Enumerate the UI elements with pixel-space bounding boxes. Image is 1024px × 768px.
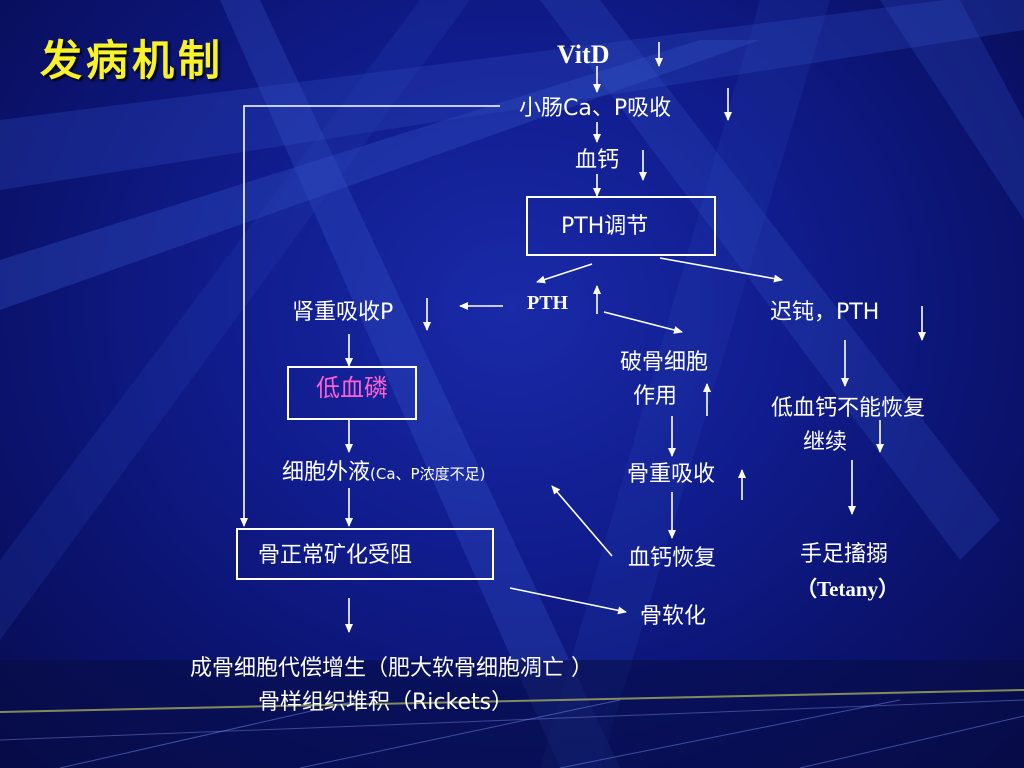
hypophosphatemia-label: 低血磷	[316, 374, 388, 402]
pth-regulation-label: PTH调节	[561, 214, 649, 239]
ecf-main-text: 细胞外液	[282, 460, 371, 485]
restore-to-ecf	[551, 485, 613, 557]
intestine-label: 小肠Ca、P吸收	[519, 96, 672, 121]
intestine-loop-arrow	[240, 105, 500, 527]
pthreg-to-pth	[536, 263, 593, 284]
renal-label: 肾重吸收P	[292, 300, 394, 325]
mineral-to-osteomalacia	[509, 587, 627, 615]
slow-label: 迟钝，PTH	[770, 300, 880, 325]
ecf-detail-text: (Ca、P浓度不足)	[370, 465, 486, 483]
tetany-label-2: （Tetany）	[796, 577, 900, 601]
ecf-label: 细胞外液(Ca、P浓度不足)	[282, 460, 485, 487]
slide-title: 发病机制	[40, 36, 225, 85]
osteoclast-label-1: 破骨细胞	[620, 350, 709, 375]
pth-regulation-box	[526, 196, 716, 256]
pth-label: PTH	[527, 292, 569, 314]
calcium-restore-label: 血钙恢复	[628, 546, 717, 571]
bottom-line-2: 骨样组织堆积（Rickets）	[258, 690, 514, 715]
hypocalcemia-label-1: 低血钙不能恢复	[771, 396, 926, 421]
osteoclast-label-2: 作用	[633, 384, 678, 409]
bone-resorption-label: 骨重吸收	[627, 462, 716, 487]
mineralization-box	[236, 528, 494, 580]
hypophosphatemia-box	[287, 366, 417, 420]
osteomalacia-label: 骨软化	[640, 604, 707, 629]
hypocalcemia-label-2: 继续	[803, 430, 848, 455]
vitd-label: VitD	[557, 40, 610, 69]
blood-ca-label: 血钙	[575, 148, 620, 173]
tetany-label-1: 手足搐搦	[800, 542, 889, 567]
mineralization-label: 骨正常矿化受阻	[258, 543, 413, 568]
bottom-line-1: 成骨细胞代偿增生（肥大软骨细胞凋亡 ）	[190, 656, 593, 681]
pthreg-to-slow	[659, 257, 783, 283]
pth-to-osteoclast	[603, 311, 683, 334]
